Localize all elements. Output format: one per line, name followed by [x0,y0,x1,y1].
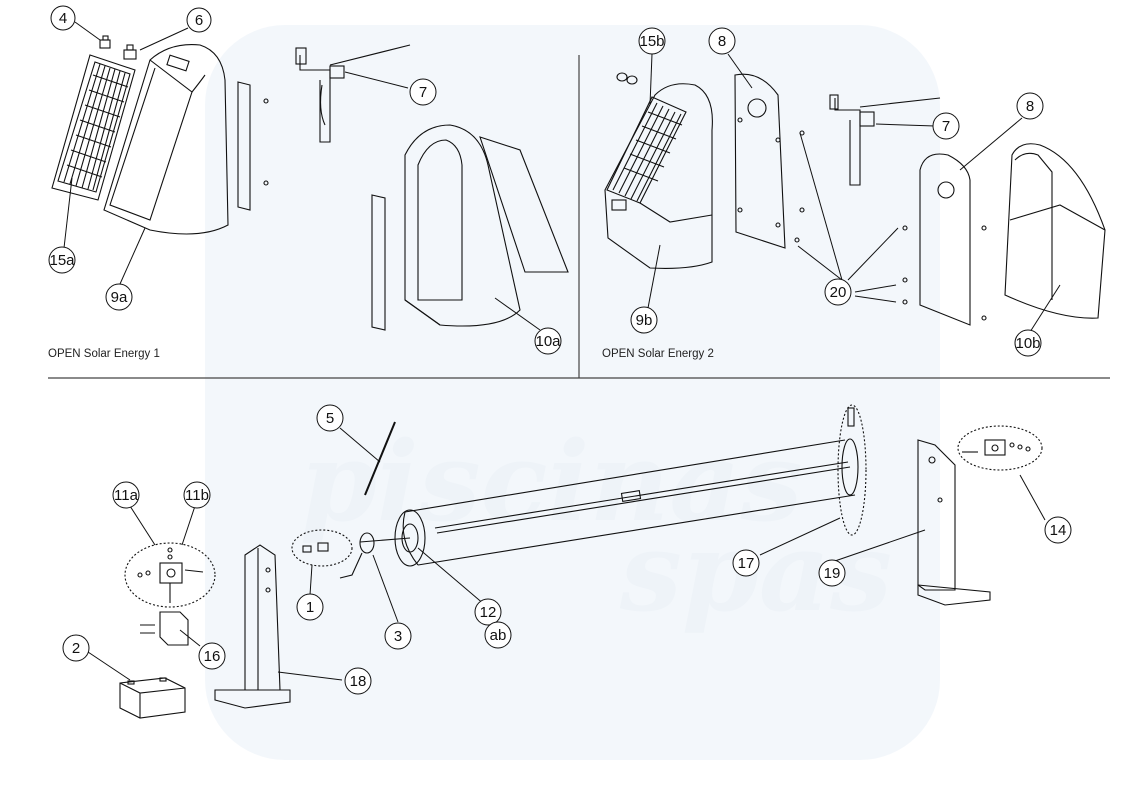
callout-5: 5 [316,404,344,432]
section-label-solar-1: OPEN Solar Energy 1 [48,348,160,360]
callout-15b: 15b [638,27,666,55]
svg-text:20: 20 [830,284,847,301]
svg-text:10b: 10b [1015,335,1040,352]
callout-17: 17 [732,549,760,577]
svg-text:ab: ab [490,627,507,644]
callout-18: 18 [344,667,372,695]
part-12-roller-tube [339,438,859,579]
part-1-connector [291,529,353,567]
watermark-line1: piscinas [300,417,803,546]
svg-text:8: 8 [1026,98,1034,115]
part-4-screw [99,35,111,49]
leader-lines [63,21,1061,681]
part-10a-housing [371,124,569,331]
watermark: piscinas spas [205,25,940,760]
part-16-motor-block [140,611,189,646]
mounting-plate [237,81,269,211]
part-19-right-stand [917,439,991,606]
part-15a-solar-panel [51,54,136,201]
callout-10b: 10b [1014,329,1042,357]
part-7-controller [295,44,411,143]
part-7-controller-b [829,94,941,186]
callout-8a: 8 [708,27,736,55]
svg-text:8: 8 [718,33,726,50]
svg-text:7: 7 [419,84,427,101]
callout-8b: 8 [1016,92,1044,120]
part-2-battery [119,677,186,719]
part-10b-cover [1004,143,1106,319]
callout-2: 2 [62,634,90,662]
part-8-endplate-b [902,153,987,326]
svg-text:19: 19 [824,565,841,582]
callout-ab: ab [484,621,512,649]
svg-text:11b: 11b [185,487,209,504]
svg-text:6: 6 [195,12,203,29]
svg-text:1: 1 [306,599,314,616]
svg-text:18: 18 [350,673,367,690]
svg-text:3: 3 [394,628,402,645]
svg-text:7: 7 [942,118,950,135]
part-6-screw [123,44,137,60]
part-9a-cover [103,44,229,235]
svg-text:12: 12 [480,604,497,621]
callout-16: 16 [198,642,226,670]
callout-10a: 10a [534,327,562,355]
callout-14: 14 [1044,516,1072,544]
part-17-fixings [837,404,867,536]
svg-text:10a: 10a [535,333,561,350]
svg-text:2: 2 [72,640,80,657]
section-label-solar-2: OPEN Solar Energy 2 [602,348,714,360]
callout-9a: 9a [105,283,133,311]
callout-7: 7 [409,78,437,106]
svg-text:9a: 9a [111,289,128,306]
part-14-bracket-kit [957,425,1043,471]
callouts: 4 6 7 15a 9a 10a 15b 8 7 8 20 9b 10b 5 1… [48,5,1072,695]
callout-12: 12 [474,598,502,626]
svg-text:5: 5 [326,410,334,427]
part-11-bracket-kit [124,542,216,608]
callout-3: 3 [384,622,412,650]
callout-11a: 11a [112,481,140,509]
svg-text:15a: 15a [49,252,75,269]
svg-text:14: 14 [1050,522,1067,539]
callout-9b: 9b [630,306,658,334]
svg-text:15b: 15b [639,33,664,50]
part-17-bolt [847,407,855,427]
part-5-rod [364,421,396,496]
callout-19: 19 [818,559,846,587]
svg-text:16: 16 [204,648,221,665]
part-9b-housing-with-panel [604,72,713,269]
svg-text:17: 17 [738,555,755,572]
callout-4: 4 [50,5,76,31]
part-18-left-stand [214,544,291,709]
callout-1: 1 [296,593,324,621]
svg-text:9b: 9b [636,312,653,329]
callout-15a: 15a [48,246,76,274]
callout-7b: 7 [932,112,960,140]
svg-text:11a: 11a [114,487,139,504]
callout-6: 6 [186,7,212,33]
svg-text:4: 4 [59,10,67,27]
callout-11b: 11b [183,481,211,509]
callout-20: 20 [824,278,852,306]
